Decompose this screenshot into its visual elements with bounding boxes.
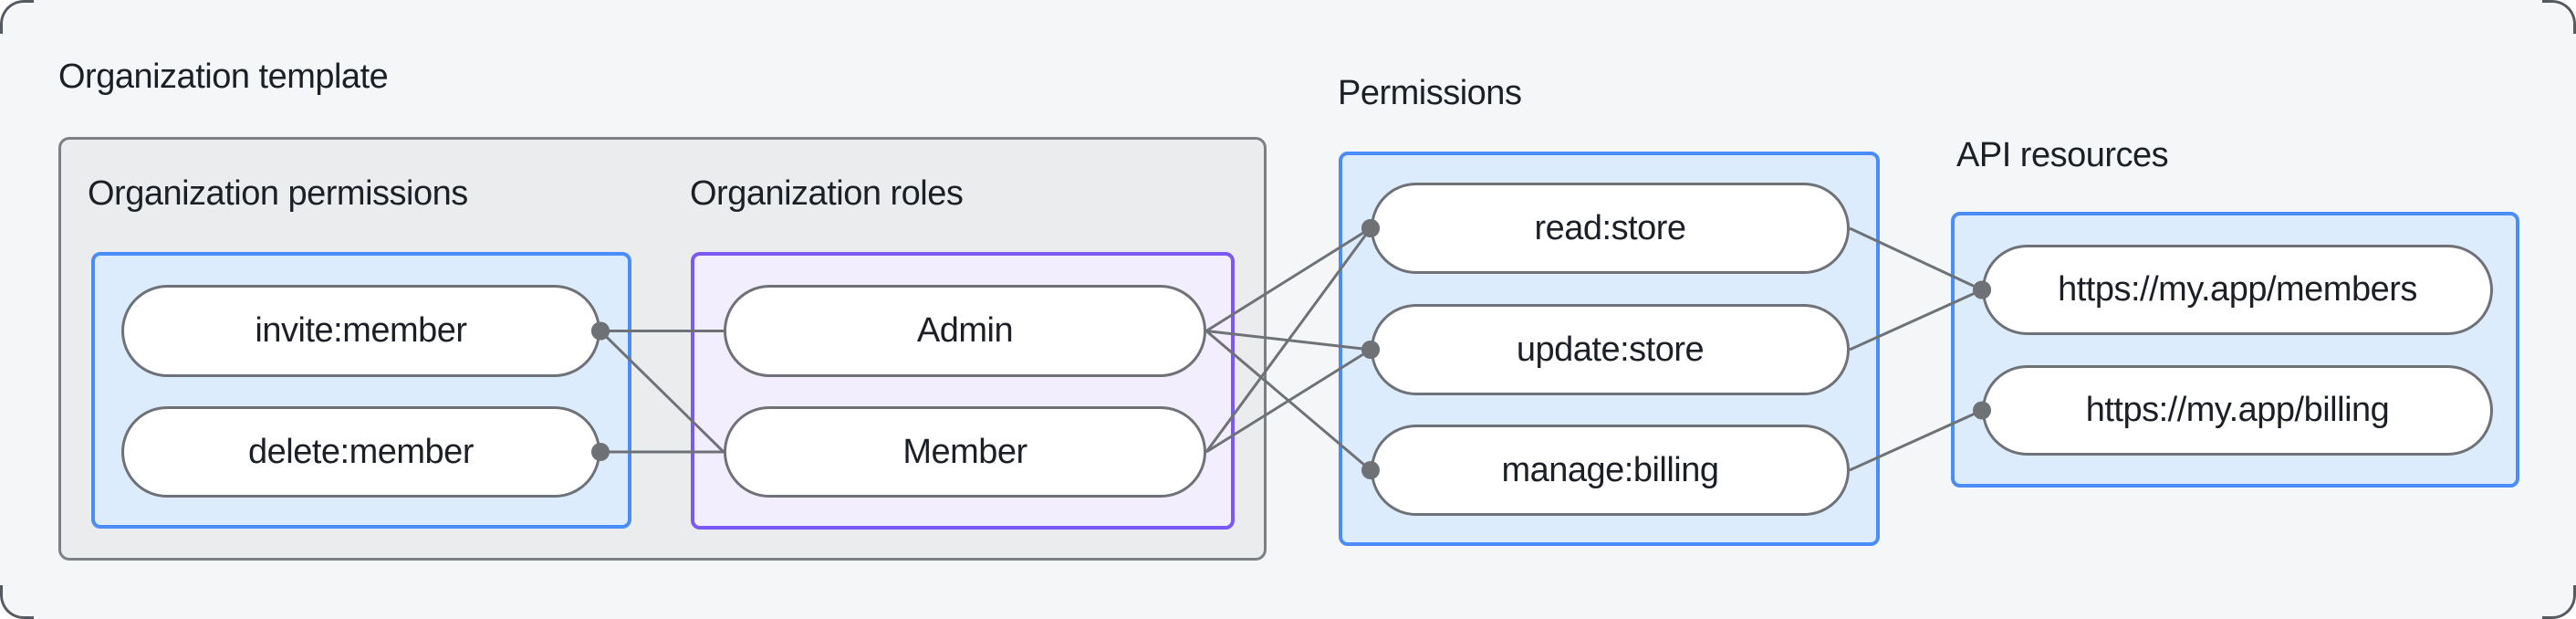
node-manage-billing-permission: manage:billing (1371, 425, 1850, 516)
organization-template-label: Organization template (58, 58, 389, 96)
organization-roles-label: Organization roles (690, 174, 964, 213)
node-update-store-permission: update:store (1371, 304, 1850, 395)
window-corner (2542, 585, 2576, 619)
node-read-store-permission: read:store (1371, 183, 1850, 274)
node-member-role: Member (724, 406, 1206, 498)
permissions-label: Permissions (1338, 74, 1522, 112)
node-admin-role: Admin (724, 285, 1206, 377)
node-api-resource-billing: https://my.app/billing (1982, 365, 2493, 456)
api-resources-label: API resources (1956, 136, 2169, 174)
node-api-resource-members: https://my.app/members (1982, 245, 2493, 335)
node-invite-member-permission: invite:member (121, 285, 600, 377)
organization-permissions-label: Organization permissions (88, 174, 468, 213)
window-corner (0, 0, 34, 34)
window-corner (0, 585, 34, 619)
node-delete-member-permission: delete:member (121, 406, 600, 498)
window-corner (2542, 0, 2576, 34)
